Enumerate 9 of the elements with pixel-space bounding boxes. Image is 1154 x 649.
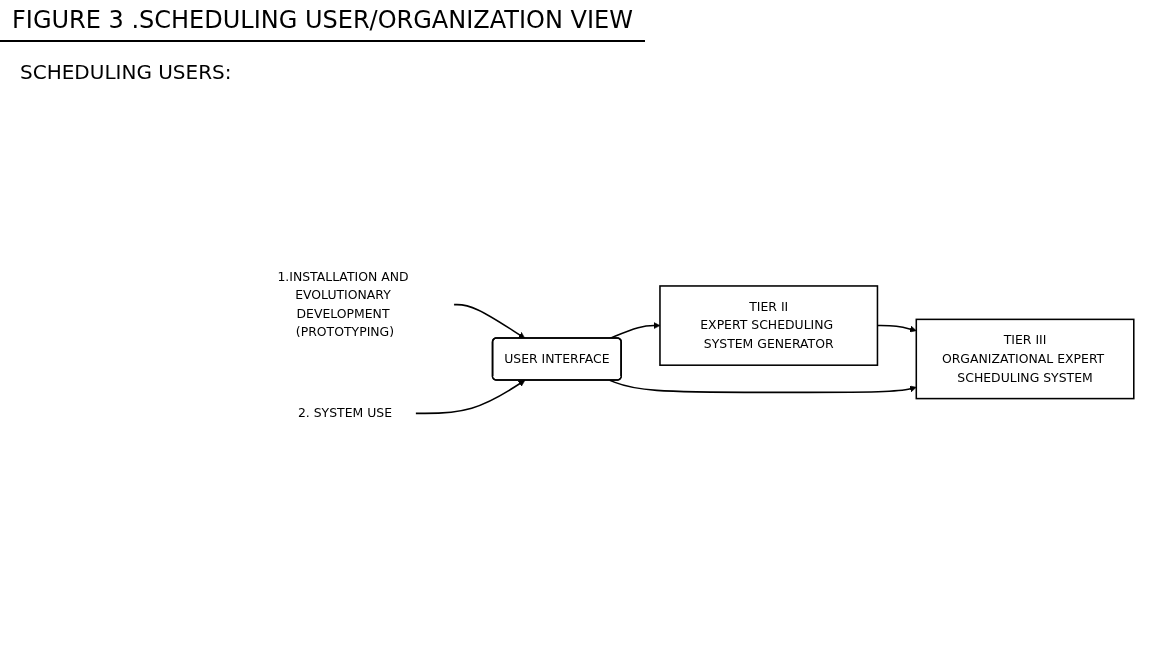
arrow [609, 379, 917, 394]
arrow [414, 380, 526, 415]
node-box: TIER II EXPERT SCHEDULING SYSTEM GENERATOR [659, 285, 879, 366]
node-text: 2. SYSTEM USE [297, 405, 393, 421]
figure-title: FIGURE 3 .SCHEDULING USER/ORGANIZATION VIEW [0, 0, 645, 42]
node-text: 1.INSTALLATION AND EVOLUTIONARY DEVELOPMENT (PROTOTYPING) [277, 268, 409, 340]
arrow [452, 303, 526, 339]
note-text: SCHEDULING USERS: [20, 60, 232, 84]
node-box: TIER III ORGANIZATIONAL EXPERT SCHEDULING SYSTEM [915, 318, 1135, 400]
